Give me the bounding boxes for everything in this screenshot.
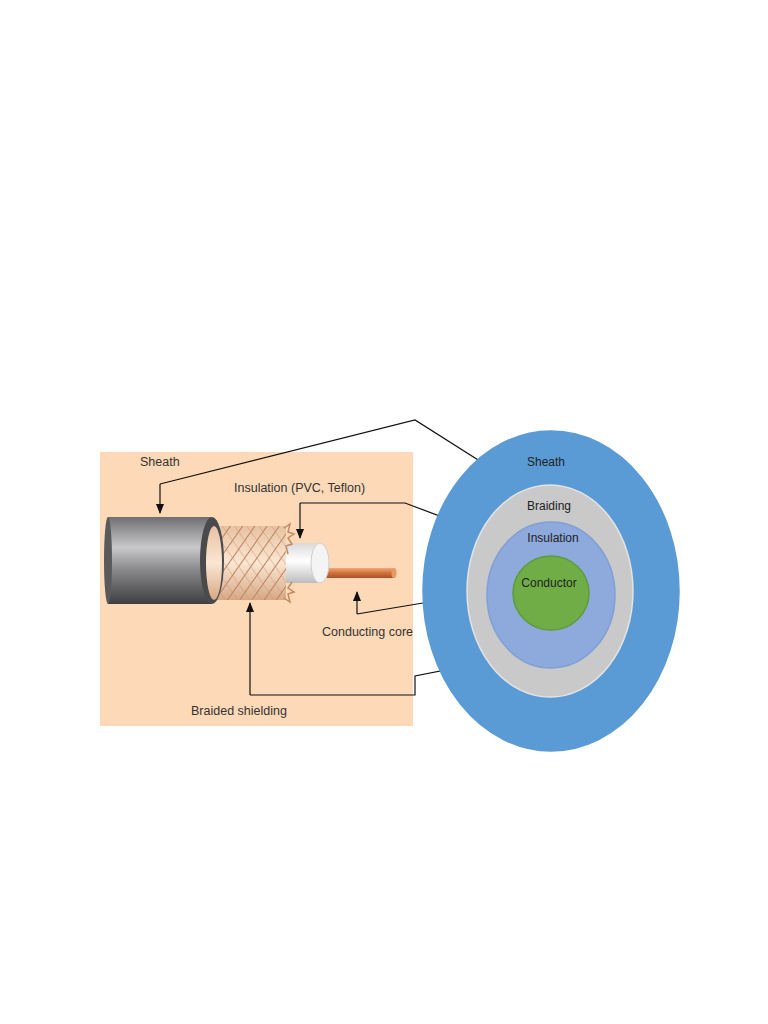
core — [318, 568, 394, 578]
part-name: Conducting core — [322, 625, 413, 639]
panel — [100, 452, 413, 726]
conductor-circle: Conductor — [512, 555, 590, 631]
insulation-ring: InsulationConductor — [486, 521, 616, 669]
part-name: Sheath — [140, 455, 180, 469]
part-name: Insulation (PVC, Teflon) — [234, 481, 365, 495]
part-name: Braided shielding — [191, 704, 287, 718]
ring-label: Braiding — [527, 499, 571, 513]
ring-label: Insulation — [527, 531, 578, 545]
sheath-ring: SheathBraidingInsulationConductor — [422, 430, 680, 752]
ellipse-outline — [512, 555, 590, 631]
ring-label: Conductor — [521, 576, 576, 590]
jacket — [108, 517, 212, 604]
braiding-ring: BraidingInsulationConductor — [466, 484, 634, 698]
ring-label: Sheath — [527, 455, 565, 469]
